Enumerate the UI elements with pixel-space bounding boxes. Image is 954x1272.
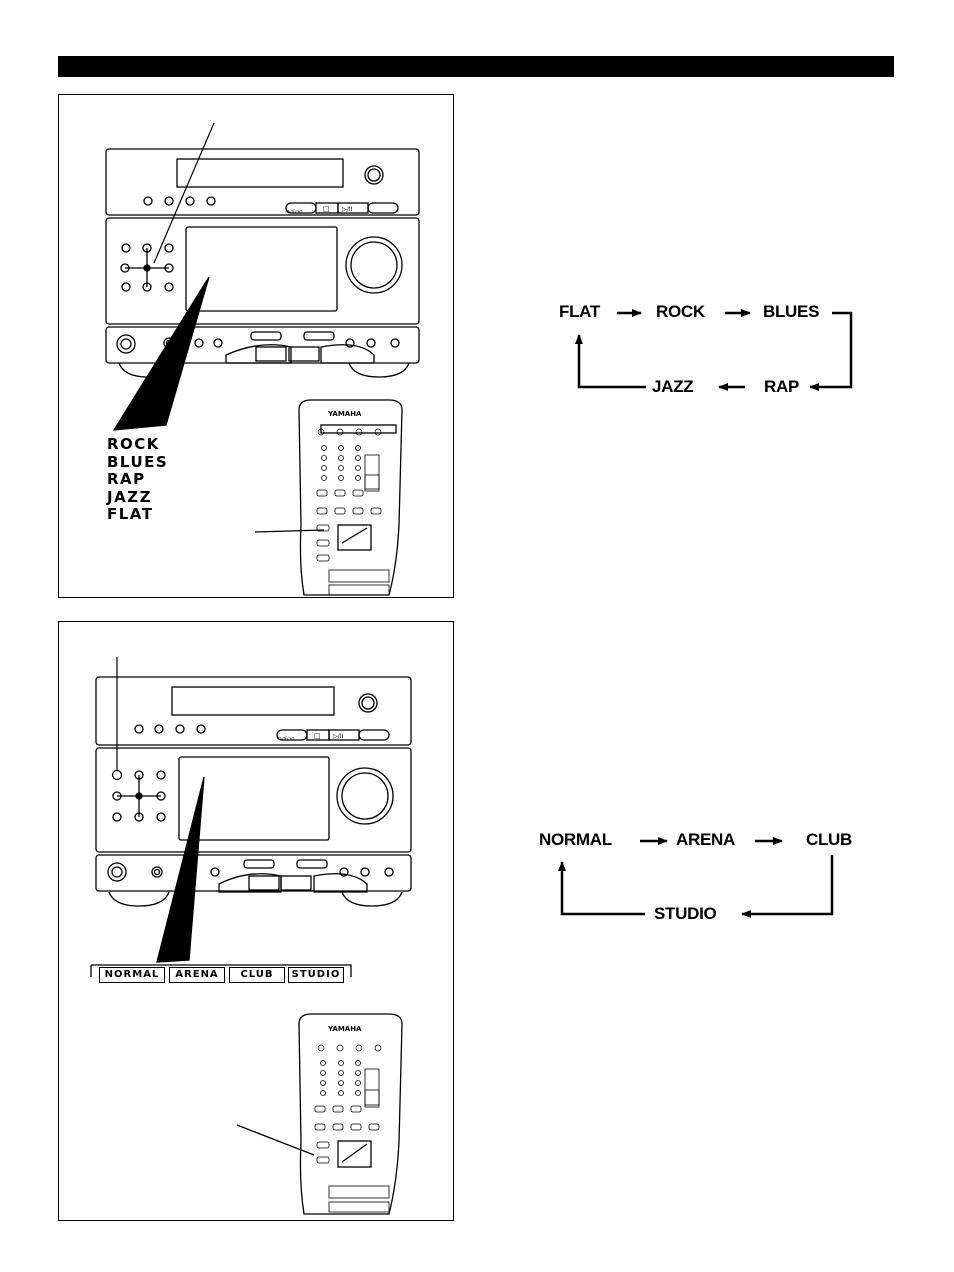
cd-display (176, 158, 344, 188)
flow-label-blues: BLUES (763, 302, 820, 321)
svg-text:◁◁/◁◁: ◁◁/◁◁ (285, 209, 302, 215)
cd-unit (105, 148, 420, 216)
section-header-bar (58, 56, 894, 77)
eq-illustration-panel: YAMAHA ◁◁/◁◁ □ ▷/II ROCK BLUES RAP JAZZ … (58, 94, 454, 598)
cd-unit (95, 676, 412, 746)
eq-mode-list: ROCK BLUES RAP JAZZ FLAT (107, 435, 169, 524)
play-pause-button-label: ▷/II (342, 206, 352, 213)
main-display (178, 756, 330, 841)
cd-display (171, 686, 335, 716)
main-display (185, 226, 338, 312)
arrow-jazz-flat (575, 334, 646, 389)
main-unit (105, 217, 420, 325)
tape-unit (95, 854, 412, 892)
flow-label-studio: STUDIO (654, 904, 717, 923)
surround-mode-studio: STUDIO (288, 967, 344, 983)
surround-mode-normal: NORMAL (99, 967, 165, 983)
svg-text:◁◁/◁◁: ◁◁/◁◁ (277, 736, 294, 742)
surround-mode-club: CLUB (229, 967, 285, 983)
eq-mode-item: BLUES (107, 452, 169, 471)
surround-illustration-panel: YAMAHA ◁◁/◁◁ □ ▷/II NORMAL ARENA CLUB ST… (58, 621, 454, 1221)
remote-brand-label: YAMAHA (327, 410, 362, 418)
remote-control (298, 1013, 403, 1215)
stop-button-label: □ (323, 205, 330, 213)
main-unit (95, 747, 412, 853)
stereo-system-illustration: YAMAHA ◁◁/◁◁ □ ▷/II (105, 122, 420, 596)
flow-label-flat: FLAT (559, 302, 600, 321)
stereo-system-illustration: YAMAHA ◁◁/◁◁ □ ▷/II (90, 657, 412, 1215)
surround-mode-arena: ARENA (169, 967, 225, 983)
stop-button-label: □ (314, 732, 321, 740)
remote-brand-label: YAMAHA (327, 1025, 362, 1033)
eq-mode-item: ROCK (107, 435, 160, 453)
eq-mode-item: JAZZ (107, 487, 152, 506)
arrow-blues-rap (809, 311, 853, 391)
flow-label-normal: NORMAL (539, 830, 612, 849)
remote-control (298, 399, 403, 596)
flow-label-jazz: JAZZ (652, 377, 694, 396)
arrow-studio-normal (558, 861, 645, 916)
arrow-club-studio (741, 855, 834, 918)
flow-label-arena: ARENA (676, 830, 735, 849)
play-pause-button-label: ▷/II (333, 733, 343, 740)
flow-label-club: CLUB (806, 830, 853, 849)
flow-label-rock: ROCK (656, 302, 705, 321)
eq-mode-item: RAP (107, 470, 146, 488)
flow-label-rap: RAP (764, 377, 799, 396)
eq-mode-item: FLAT (107, 505, 154, 523)
